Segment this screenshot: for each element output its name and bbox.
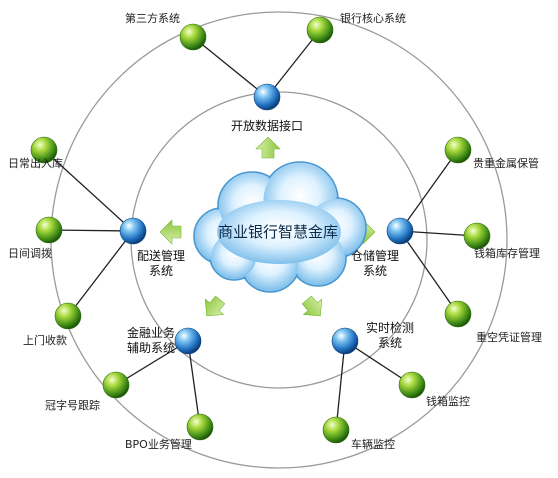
node-cashbox-monitor-label: 钱箱监控 [426, 395, 470, 408]
flow-arrows [159, 136, 376, 317]
hub-left-line2: 系统 [148, 264, 173, 278]
node-cashbox-monitor-globe [398, 371, 426, 399]
connector-lines [43, 29, 478, 431]
node-daily-in-out-globe [30, 136, 58, 164]
hub-top-globe [253, 83, 281, 111]
hub-top-label: 开放数据接口 [230, 119, 303, 133]
hub-bottom-right-label: 实时检测 系统 [357, 321, 423, 351]
node-vehicle-monitor-label: 车辆监控 [351, 438, 395, 451]
node-door-collection-globe [54, 302, 82, 330]
hub-left-label: 配送管理 系统 [128, 249, 194, 279]
hub-bottom-right-line1: 实时检测 [365, 321, 414, 335]
node-precious-metal-label: 贵重金属保管 [473, 157, 539, 170]
node-third-party-globe [179, 23, 207, 51]
node-cashbox-stock-label: 钱箱库存管理 [474, 247, 540, 260]
node-bank-core-globe [306, 16, 334, 44]
center-title: 商业银行智慧金库 [217, 223, 338, 241]
node-bank-core-label: 银行核心系统 [340, 12, 406, 25]
node-door-collection-label: 上门收款 [23, 334, 67, 347]
node-cashbox-stock-globe [463, 222, 491, 250]
node-vehicle-monitor-globe [322, 416, 350, 444]
arrow-down-right [301, 295, 323, 317]
node-daily-transfer-globe [35, 216, 63, 244]
node-precious-metal-globe [444, 136, 472, 164]
cloud-shape [193, 161, 367, 293]
node-serial-tracking-globe [102, 371, 130, 399]
hub-left-globe [119, 217, 147, 245]
hub-right-line2: 系统 [362, 264, 387, 278]
arrow-down-left [204, 295, 226, 317]
hub-right-label: 仓储管理 系统 [342, 249, 408, 279]
hub-bottom-left-line2: 辅助系统 [126, 341, 175, 355]
node-voucher-globe [444, 300, 472, 328]
hub-globes [119, 83, 414, 355]
hub-right-globe [386, 217, 414, 245]
node-third-party-label: 第三方系统 [125, 12, 180, 25]
hub-left-line1: 配送管理 [136, 249, 185, 263]
node-voucher-label: 重空凭证管理 [476, 331, 542, 344]
node-daily-in-out-label: 日常出入库 [8, 157, 63, 170]
hub-bottom-left-globe [174, 327, 202, 355]
hub-bottom-right-globe [331, 327, 359, 355]
hub-bottom-left-label: 金融业务 辅助系统 [113, 326, 189, 356]
arrow-up [255, 136, 281, 159]
node-bpo-globe [186, 413, 214, 441]
node-daily-transfer-label: 日间调拨 [8, 247, 52, 260]
node-serial-tracking-label: 冠字号跟踪 [45, 399, 100, 412]
arrow-left [159, 219, 182, 245]
node-globes [30, 16, 491, 444]
hub-right-line1: 仓储管理 [350, 249, 399, 263]
hub-bottom-left-line1: 金融业务 [126, 326, 175, 340]
hub-bottom-right-line2: 系统 [377, 336, 402, 350]
node-bpo-label: BPO业务管理 [125, 438, 192, 451]
